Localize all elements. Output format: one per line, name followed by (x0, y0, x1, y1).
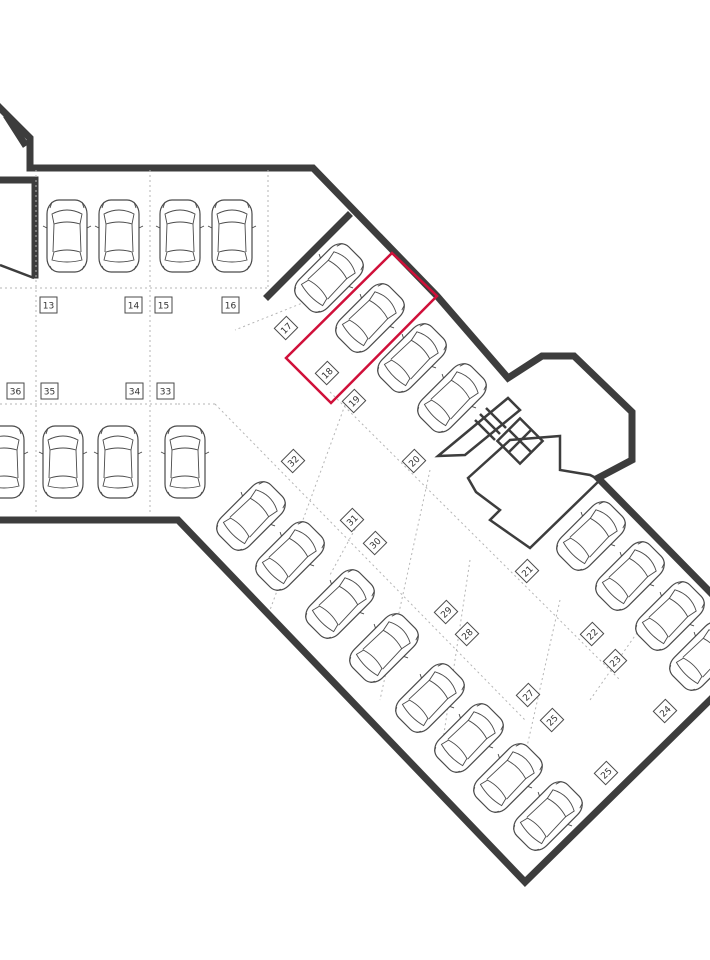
space-label-13[interactable]: 13 (39, 296, 58, 314)
space-label-30[interactable]: 30 (362, 530, 388, 556)
space-label-34[interactable]: 34 (125, 382, 144, 400)
space-label-23[interactable]: 23 (602, 648, 628, 674)
space-number: 13 (43, 302, 54, 312)
space-label-29[interactable]: 29 (433, 599, 459, 625)
car (155, 199, 205, 273)
space-label-33[interactable]: 33 (156, 382, 175, 400)
car (38, 425, 88, 499)
space-label-24[interactable]: 24 (652, 698, 678, 724)
space-label-25[interactable]: 25 (539, 707, 565, 733)
space-label-32[interactable]: 32 (280, 448, 306, 474)
space-label-31[interactable]: 31 (339, 507, 365, 533)
space-number: 35 (44, 388, 55, 398)
space-number: 36 (10, 388, 22, 398)
space-number: 33 (160, 388, 171, 398)
highlighted-space-18[interactable] (284, 251, 439, 405)
car (42, 199, 92, 273)
space-label-17[interactable]: 17 (273, 315, 299, 341)
space-label-25[interactable]: 25 (593, 760, 619, 786)
space-label-18[interactable]: 18 (314, 360, 340, 386)
space-number: 15 (158, 302, 169, 312)
space-label-20[interactable]: 20 (401, 448, 427, 474)
space-label-27[interactable]: 27 (515, 682, 541, 708)
outer-walls (0, 103, 710, 887)
space-label-28[interactable]: 28 (454, 621, 480, 647)
car (94, 199, 144, 273)
space-label-14[interactable]: 14 (124, 296, 143, 314)
space-label-36[interactable]: 36 (6, 382, 25, 400)
space-label-19[interactable]: 19 (341, 388, 367, 414)
stair-core (434, 396, 603, 550)
space-labels: 13 14 15 16 36 35 34 33 17 18 19 20 21 2… (6, 296, 678, 786)
space-number: 34 (129, 388, 141, 398)
car (93, 425, 143, 499)
space-number: 14 (128, 302, 140, 312)
space-label-16[interactable]: 16 (221, 296, 240, 314)
car (0, 425, 29, 499)
space-label-21[interactable]: 21 (514, 558, 540, 584)
space-number: 16 (225, 302, 237, 312)
space-label-35[interactable]: 35 (40, 382, 59, 400)
space-label-22[interactable]: 22 (579, 621, 605, 647)
car (207, 199, 257, 273)
space-label-15[interactable]: 15 (154, 296, 173, 314)
car (160, 425, 210, 499)
